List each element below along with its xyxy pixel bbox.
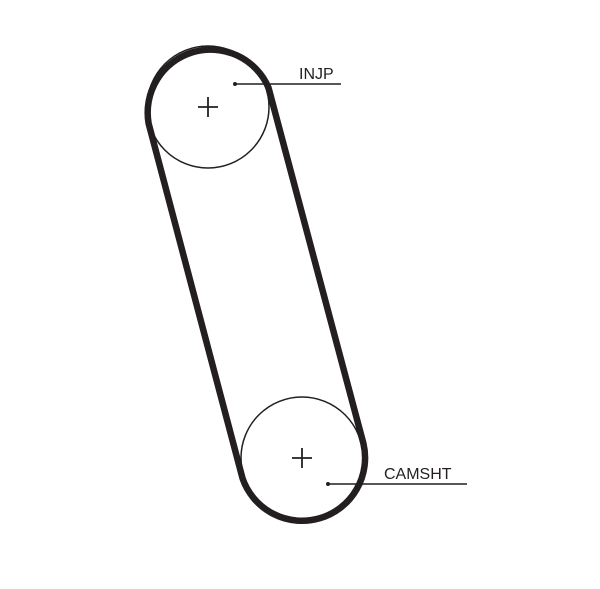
pulley-injp-circle xyxy=(146,45,270,169)
pulley-injp-center-mark xyxy=(198,97,218,117)
pulley-camsht xyxy=(240,396,364,520)
pulley-camsht-circle xyxy=(240,396,364,520)
pulley-camsht-center-mark xyxy=(292,448,312,468)
pulley-injp xyxy=(146,45,270,169)
callout-injp: INJP xyxy=(233,66,341,86)
callout-camsht: CAMSHT xyxy=(326,466,467,486)
timing-belt xyxy=(144,46,369,525)
label-camsht: CAMSHT xyxy=(384,466,452,483)
label-injp: INJP xyxy=(299,66,334,83)
